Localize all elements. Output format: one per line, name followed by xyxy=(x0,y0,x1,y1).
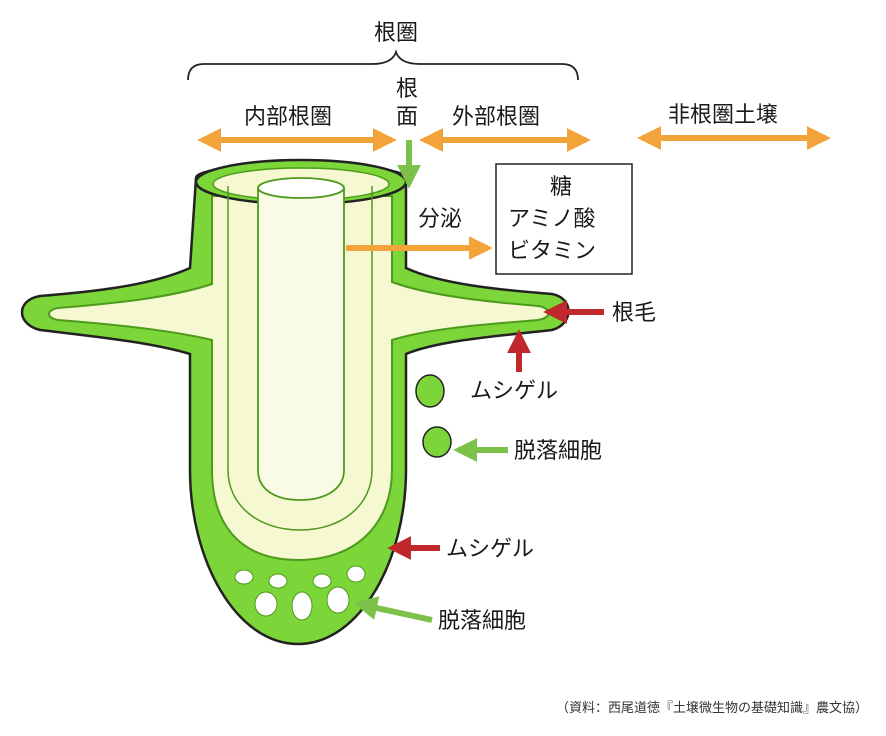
root-cap-cell xyxy=(312,573,332,589)
sloughed-cells-upper-label: 脱落細胞 xyxy=(514,439,602,464)
outer-rhizosphere-label: 外部根圏 xyxy=(452,105,540,130)
rhizosphere-label: 根圏 xyxy=(374,21,418,46)
root-surface-label-2: 面 xyxy=(396,105,418,130)
exudate-vitamin: ビタミン xyxy=(508,239,596,264)
root-surface-label-1: 根 xyxy=(396,77,418,102)
root xyxy=(20,158,570,646)
secretion-label: 分泌 xyxy=(418,207,462,232)
sloughed-cells-lower-label: 脱落細胞 xyxy=(438,609,526,634)
root-cap-cell xyxy=(346,565,366,583)
source-citation: （資料：西尾道徳『土壌微生物の基礎知識』農文協） xyxy=(556,700,868,716)
exudate-sugar: 糖 xyxy=(550,175,572,200)
mucigel-blob xyxy=(415,374,445,408)
central-cylinder xyxy=(257,188,345,501)
sloughed-cells-lower-arrow xyxy=(353,596,433,623)
exudate-amino-acid: アミノ酸 xyxy=(508,207,596,232)
root-cap-cell xyxy=(268,573,288,589)
central-cylinder-top xyxy=(257,177,345,199)
root-cap-cell xyxy=(291,591,313,621)
root-cap-cell xyxy=(234,569,254,585)
mucigel-upper-label: ムシゲル xyxy=(470,379,558,404)
mucigel-lower-label: ムシゲル xyxy=(446,537,534,562)
inner-rhizosphere-label: 内部根圏 xyxy=(244,105,332,130)
root-cap-cell xyxy=(254,591,278,617)
cortex-cylinder xyxy=(227,186,373,531)
rhizosphere-brace xyxy=(187,49,579,81)
root-cap-cell xyxy=(326,586,350,614)
non-rhizosphere-label: 非根圏土壌 xyxy=(668,103,778,128)
sloughed-cell-blob xyxy=(422,426,452,458)
exudate-box xyxy=(495,163,633,275)
root-hair-label: 根毛 xyxy=(612,301,656,326)
